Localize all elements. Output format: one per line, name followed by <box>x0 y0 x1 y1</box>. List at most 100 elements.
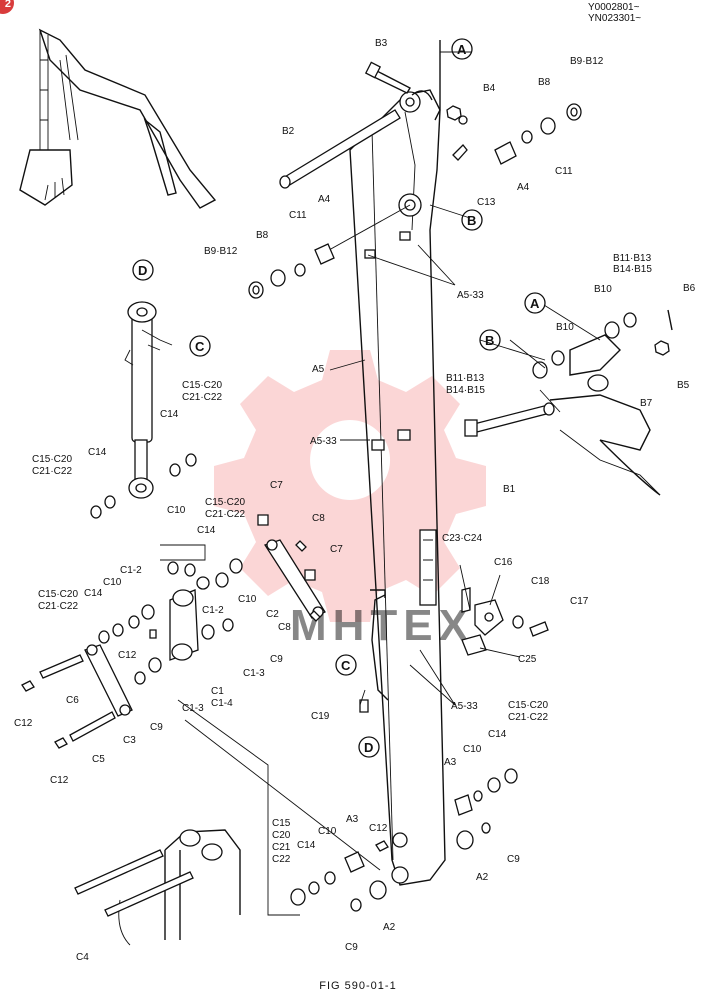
label-c21-c22-right: C21·C22 <box>508 712 548 723</box>
svg-text:B: B <box>467 213 476 228</box>
label-c15-c20-cyl: C15·C20 <box>182 380 222 391</box>
label-c9-right: C9 <box>507 854 520 865</box>
label-a4-right: A4 <box>517 182 530 193</box>
callout-c-mid: C <box>189 335 211 357</box>
label-b8-left: B8 <box>256 230 269 241</box>
label-b10-top: B10 <box>594 284 612 295</box>
label-c21-c22-left: C21·C22 <box>32 466 72 477</box>
label-c9-mid: C9 <box>270 654 283 665</box>
label-c12-low: C12 <box>50 775 69 786</box>
label-c6: C6 <box>66 695 79 706</box>
svg-text:A: A <box>530 296 540 311</box>
label-c7-top: C7 <box>270 480 283 491</box>
svg-text:A: A <box>457 42 467 57</box>
label-c1: C1 <box>211 686 224 697</box>
boom-foot-bracket <box>74 829 241 946</box>
label-c1-3-left: C1-3 <box>182 703 204 714</box>
label-b7: B7 <box>640 398 653 409</box>
bracket-c16 <box>474 599 504 636</box>
label-c19: C19 <box>311 711 330 722</box>
grease-nipple-c12-left <box>21 680 35 692</box>
label-c12-mid: C12 <box>118 650 137 661</box>
label-c21-c22-lower: C21·C22 <box>38 601 78 612</box>
label-b8-top: B8 <box>538 77 551 88</box>
label-c7-mid: C7 <box>330 544 343 555</box>
washer-b8-left <box>270 269 286 287</box>
hydraulic-hose <box>371 594 389 701</box>
label-b10-mid: B10 <box>556 322 574 333</box>
svg-text:D: D <box>364 740 373 755</box>
label-c14-right: C14 <box>488 729 507 740</box>
label-c10-low: C10 <box>318 826 337 837</box>
label-b5: B5 <box>677 380 690 391</box>
callout-b-top: B <box>461 209 483 231</box>
pin-b1 <box>464 402 555 437</box>
excavator-thumbnail <box>19 28 217 209</box>
label-a2-low: A2 <box>383 922 396 933</box>
label-b9-b12-left: B9·B12 <box>204 246 238 257</box>
callout-a-top: A <box>451 38 473 60</box>
callout-a-right: A <box>524 292 546 314</box>
label-c14-left: C14 <box>88 447 107 458</box>
label-a5-33-mid: A5-33 <box>310 436 337 447</box>
label-a3-right: A3 <box>444 757 457 768</box>
label-c12-left: C12 <box>14 718 33 729</box>
washer-c11 <box>521 130 533 144</box>
label-c17: C17 <box>570 596 589 607</box>
label-c3: C3 <box>123 735 136 746</box>
label-c1-2-left: C1-2 <box>120 565 142 576</box>
label-c10-right: C10 <box>463 744 482 755</box>
serial-number-2: YN023301~ <box>588 13 642 24</box>
pin-b2 <box>279 109 401 189</box>
label-c15-c20-right: C15·C20 <box>508 700 548 711</box>
label-c15-c20-lower: C15·C20 <box>38 589 78 600</box>
label-c13: C13 <box>477 197 496 208</box>
label-c10-top: C10 <box>167 505 186 516</box>
label-c20: C20 <box>272 830 291 841</box>
nut-b4 <box>446 105 468 125</box>
part-labels: B3 B4 B8 B9·B12 B2 C11 A4 C13 A4 C11 B8 … <box>14 38 696 963</box>
label-c21-c22-mid: C21·C22 <box>205 509 245 520</box>
link-c1 <box>160 544 206 661</box>
bushing-a4-left <box>314 243 335 265</box>
boom-arm-a5 <box>349 40 446 886</box>
label-b1: B1 <box>503 484 516 495</box>
label-c11-top: C11 <box>555 166 573 177</box>
label-c11-left: C11 <box>289 210 307 221</box>
label-c21: C21 <box>272 842 291 853</box>
label-c15: C15 <box>272 818 291 829</box>
link-c3 <box>84 644 133 717</box>
svg-text:C: C <box>341 658 351 673</box>
grease-nipple-c13 <box>452 144 468 161</box>
label-c25: C25 <box>518 654 537 665</box>
label-c5: C5 <box>92 754 105 765</box>
label-b11-b13-top: B11·B13 <box>613 253 652 264</box>
label-c10-left: C10 <box>103 577 122 588</box>
hydraulic-cylinder <box>124 301 173 499</box>
label-b14-b15-top: B14·B15 <box>613 264 652 275</box>
page-number-badge: 2 <box>0 0 14 14</box>
label-a5-33-top: A5-33 <box>457 290 484 301</box>
bucket-link-parts <box>532 309 673 496</box>
label-c4: C4 <box>76 952 89 963</box>
label-b3: B3 <box>375 38 388 49</box>
label-c8-mid: C8 <box>278 622 291 633</box>
label-a2-right: A2 <box>476 872 489 883</box>
label-c14-mid: C14 <box>197 525 216 536</box>
svg-text:C: C <box>195 339 205 354</box>
svg-text:B: B <box>485 333 494 348</box>
callout-d-low: D <box>358 736 380 758</box>
label-c15-c20-left: C15·C20 <box>32 454 72 465</box>
pin-c6 <box>39 654 84 679</box>
figure-caption: FIG 590-01-1 <box>319 980 397 992</box>
bushing-a4 <box>494 141 517 165</box>
washer-c14-cyl <box>169 463 181 477</box>
label-c22: C22 <box>272 854 291 865</box>
label-c23-c24: C23·C24 <box>442 533 482 544</box>
label-c18: C18 <box>531 576 550 587</box>
label-b14-b15-mid: B14·B15 <box>446 385 485 396</box>
callout-c-low: C <box>335 654 357 676</box>
label-b4: B4 <box>483 83 496 94</box>
label-b2: B2 <box>282 126 295 137</box>
